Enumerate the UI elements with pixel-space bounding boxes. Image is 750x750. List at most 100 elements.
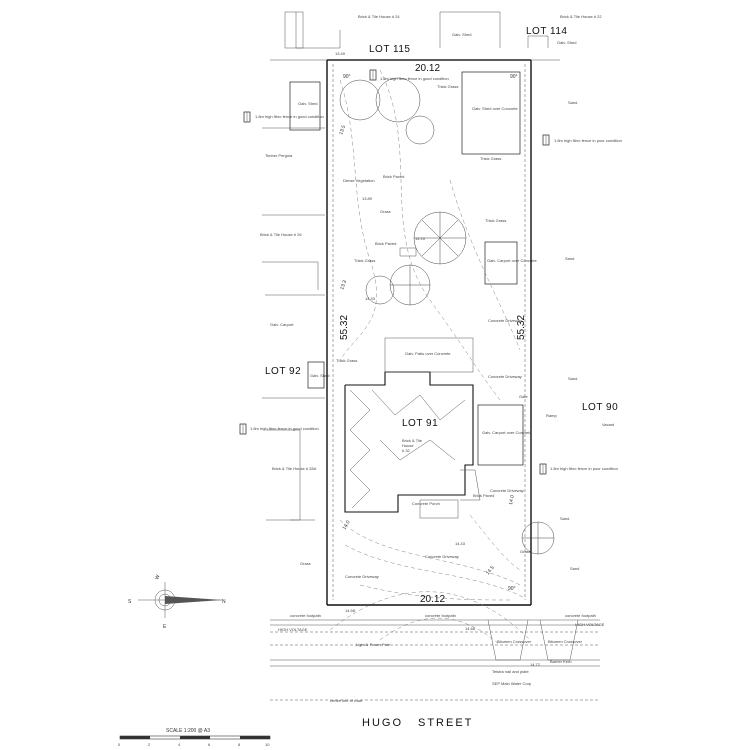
label-footpath-mid: concrete footpath [425,613,456,618]
street-name-street: STREET [418,717,473,729]
compass-e: E [163,624,167,630]
seg-left-mid: 13.3 [339,279,348,290]
compass-w: W [154,574,161,581]
seg-left-low: 14.0 [342,519,352,531]
label-house-left-low: Brick & Tile House # 28A [272,466,317,471]
level-8: 14.72 [530,662,541,667]
label-high-voltage-left: HIGH VOLTAGE [278,627,308,632]
scale-tick-10: 10 [265,742,270,747]
label-house-right-top: Brick & Tile House # 22 [560,14,602,19]
label-sand-4: Sand [560,516,569,521]
label-dense-veg: Dense Vegetation [343,178,375,183]
scale-label: SCALE 1:200 @ A3 [166,728,210,734]
label-concrete-drive-3: Concrete Driveway [490,488,524,493]
label-carport-right: Galv. Carport over Concrete [487,258,537,263]
label-thick-grass-4: Thick Grass [354,258,375,263]
label-concrete-porch: Concrete Porch [412,501,440,506]
lot-91-label: LOT 91 [402,418,438,429]
label-grass-2: Grass [300,561,311,566]
label-house-91-l3: # 32 [402,448,411,453]
label-thick-grass-2: Thick Grass [480,156,501,161]
level-3: 14.10 [415,236,426,241]
label-telstra: Telstra nail and plate [492,669,529,674]
angle-top-left: 90° [343,74,351,80]
street-name-hugo: HUGO [362,717,403,729]
label-fence-1: 1.8m high fibro fence in good condition [255,114,324,119]
label-thick-grass-5: Thick Grass [336,358,357,363]
scale-tick-2: 2 [148,742,151,747]
label-house-left-mid: Brick & Tile House # 26 [260,232,302,237]
label-water: SEP Main Water Corp [492,681,532,686]
label-timber-pergola: Timber Pergola [265,153,293,158]
label-centre-line: centre line of road [330,698,362,703]
label-footpath-left: concrete footpath [290,613,321,618]
label-footpath-right: concrete footpath [565,613,596,618]
trees [339,77,555,555]
label-brick-paved-3: Brick Paved [473,493,494,498]
label-bitumen-1: Bitumen Crossover [497,639,532,644]
dim-bottom: 20.12 [420,594,445,605]
neighbour-outlines [262,11,549,521]
label-brick-paved-1: Brick Paved [383,174,404,179]
label-light-pole: Light & Power Pole [356,642,391,647]
label-sand-5: Sand [570,566,579,571]
scale-tick-6: 6 [208,742,211,747]
label-gate: Gate [519,394,528,399]
label-sand-2: Sand [565,256,574,261]
level-5: 14.43 [455,541,466,546]
label-thick-grass-3: Thick Grass [485,218,506,223]
label-house-91-l1: Brick & Tile [402,438,423,443]
label-shed-top-right: Galv. Shed [298,101,318,106]
scale-tick-4: 4 [178,742,181,747]
label-kerb: Barrier Kerb [550,659,572,664]
level-6: 14.58 [345,608,356,613]
label-brick-paved-2: Brick Paved [375,241,396,246]
label-fence-5: 1.8m high fibro fence in poor condition [550,466,618,471]
label-sand-1: Sand [568,100,577,105]
dim-right: 55.32 [516,315,527,340]
label-fence-2: 1.8m high fibro fence in good condition [380,76,449,81]
label-bitumen-2: Bitumen Crossover [548,639,583,644]
lot-structures [344,71,524,519]
label-shed-top-left: Galv. Shed [452,32,472,37]
label-brick-shed: Galv. Shed over Concrete [472,106,519,111]
label-house-left-top: Brick & Tile House # 24 [358,14,400,19]
level-2: 13.89 [362,196,373,201]
label-galv-patio: Galv. Patio over Concrete [405,351,451,356]
contour-lines [329,69,531,646]
compass-s: S [128,599,132,605]
label-fence-4: 1.8m high fibro fence in good condition [250,426,319,431]
scale-tick-8: 8 [238,742,241,747]
label-concrete-drive-2: Concrete Driveway [488,374,522,379]
label-high-voltage-right: HIGH VOLTAGE [575,622,605,627]
label-concrete-drive-4: Concrete Driveway [425,554,459,559]
seg-right-low: 14.0 [508,495,516,506]
label-shed-lot92: Galv. Shed [310,373,330,378]
label-concrete-drive-5: Concrete Driveway [345,574,379,579]
label-vacant: Vacant [602,422,615,427]
compass-rose [138,582,222,618]
label-grass-1: Grass [380,209,391,214]
level-1: 13.49 [335,51,346,56]
scale-tick-0: 0 [118,742,121,747]
label-fence-3: 1.8m high fibro fence in poor condition [554,138,622,143]
label-galv-carport-left: Galv. Carport [270,322,294,327]
fence-symbols [239,69,550,475]
label-grass-3: Grass [520,549,531,554]
label-shed-lot114: Galv. Shed [557,40,577,45]
label-ramp: Ramp [546,413,557,418]
label-concrete-drive-1: Concrete Driveway [488,318,522,323]
scale-bar [119,735,271,740]
seg-left-top: 13.5 [338,124,347,135]
lot-90-label: LOT 90 [582,402,618,413]
level-4: 14.33 [365,296,376,301]
level-7: 14.66 [465,626,476,631]
label-carport-lower: Galv. Carport over Concrete [482,430,532,435]
road-reserve [270,619,600,701]
north-arrow-icon [165,596,222,604]
label-sand-3: Sand [568,376,577,381]
label-thick-grass-1: Thick Grass [437,84,458,89]
lot-92-label: LOT 92 [265,366,301,377]
angle-bottom-right: 90° [508,586,516,592]
